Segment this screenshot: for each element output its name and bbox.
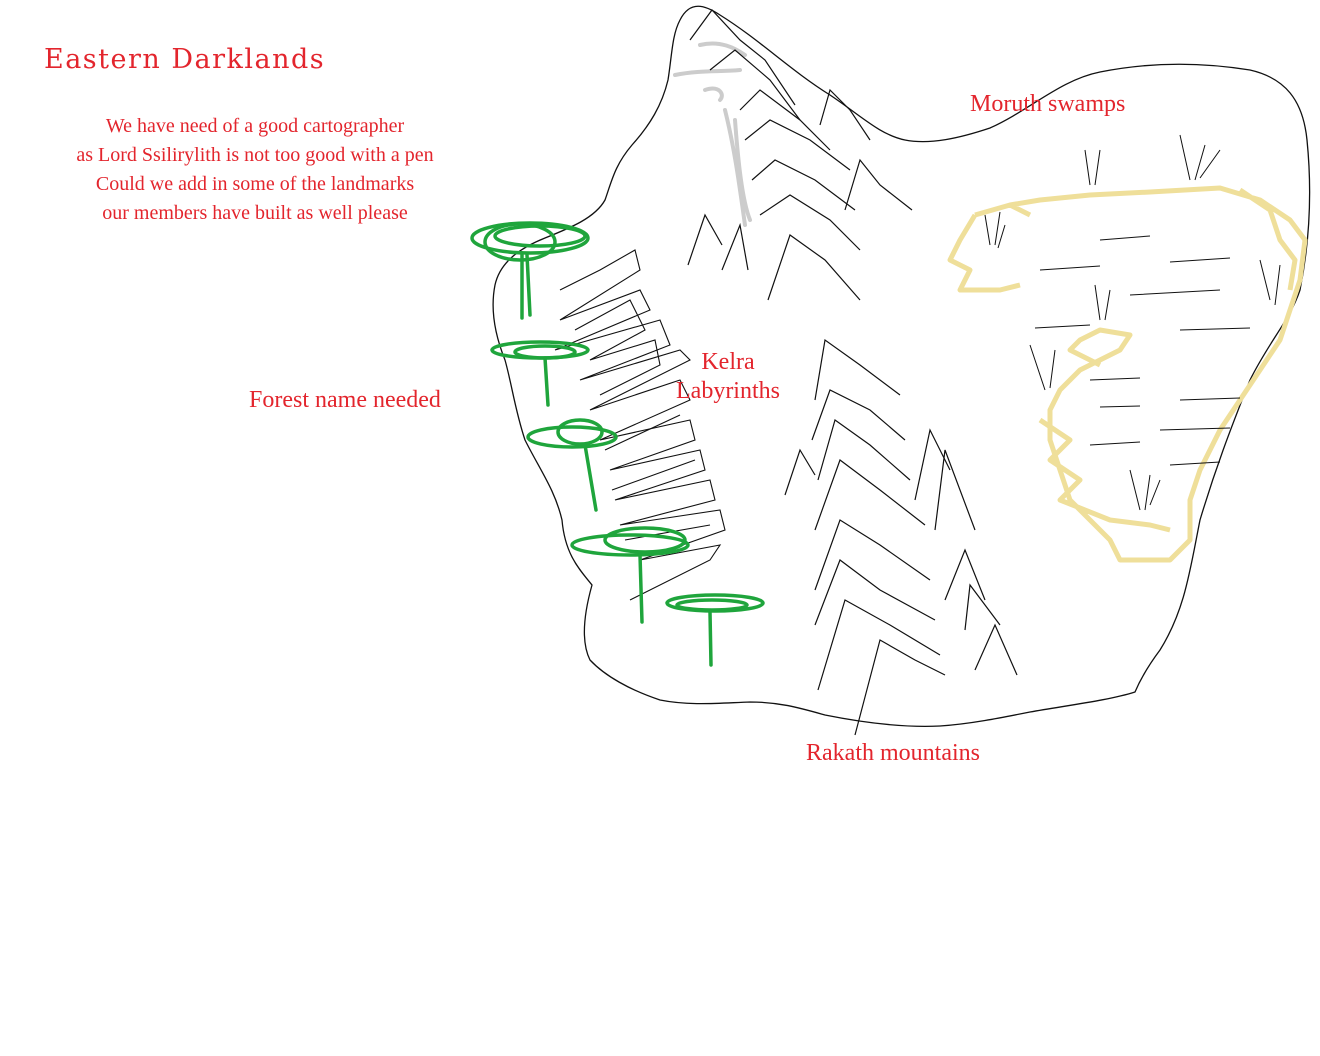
rakath-mountains-drawing bbox=[784, 338, 1018, 736]
intro-line: Could we add in some of the landmarks bbox=[95, 173, 415, 195]
kelra-label: Kelra Labyrinths bbox=[676, 348, 780, 406]
forest-label: Forest name needed bbox=[249, 387, 441, 413]
tree bbox=[665, 593, 765, 667]
rakath-label: Rakath mountains bbox=[806, 740, 980, 766]
snow-peak bbox=[673, 41, 752, 227]
intro-line: We have need of a good cartographer bbox=[105, 115, 405, 137]
intro-text: We have need of a good cartographer as L… bbox=[20, 112, 490, 228]
land-outline bbox=[492, 5, 1311, 728]
kelra-labyrinth-drawing bbox=[554, 249, 726, 601]
tree bbox=[490, 340, 590, 407]
forest-trees bbox=[470, 221, 765, 667]
tree bbox=[470, 221, 590, 320]
moruth-swamp-drawing bbox=[947, 134, 1308, 563]
tree bbox=[526, 418, 618, 512]
kelra-label-line1: Kelra bbox=[701, 349, 755, 375]
kelra-label-line2: Labyrinths bbox=[676, 378, 780, 404]
intro-line: our members have built as well please bbox=[102, 202, 408, 224]
tree bbox=[570, 526, 690, 624]
moruth-label: Moruth swamps bbox=[970, 91, 1126, 117]
intro-line: as Lord Ssilirylith is not too good with… bbox=[76, 144, 434, 166]
map-title: Eastern Darklands bbox=[44, 44, 326, 75]
northern-mountains bbox=[687, 9, 913, 301]
